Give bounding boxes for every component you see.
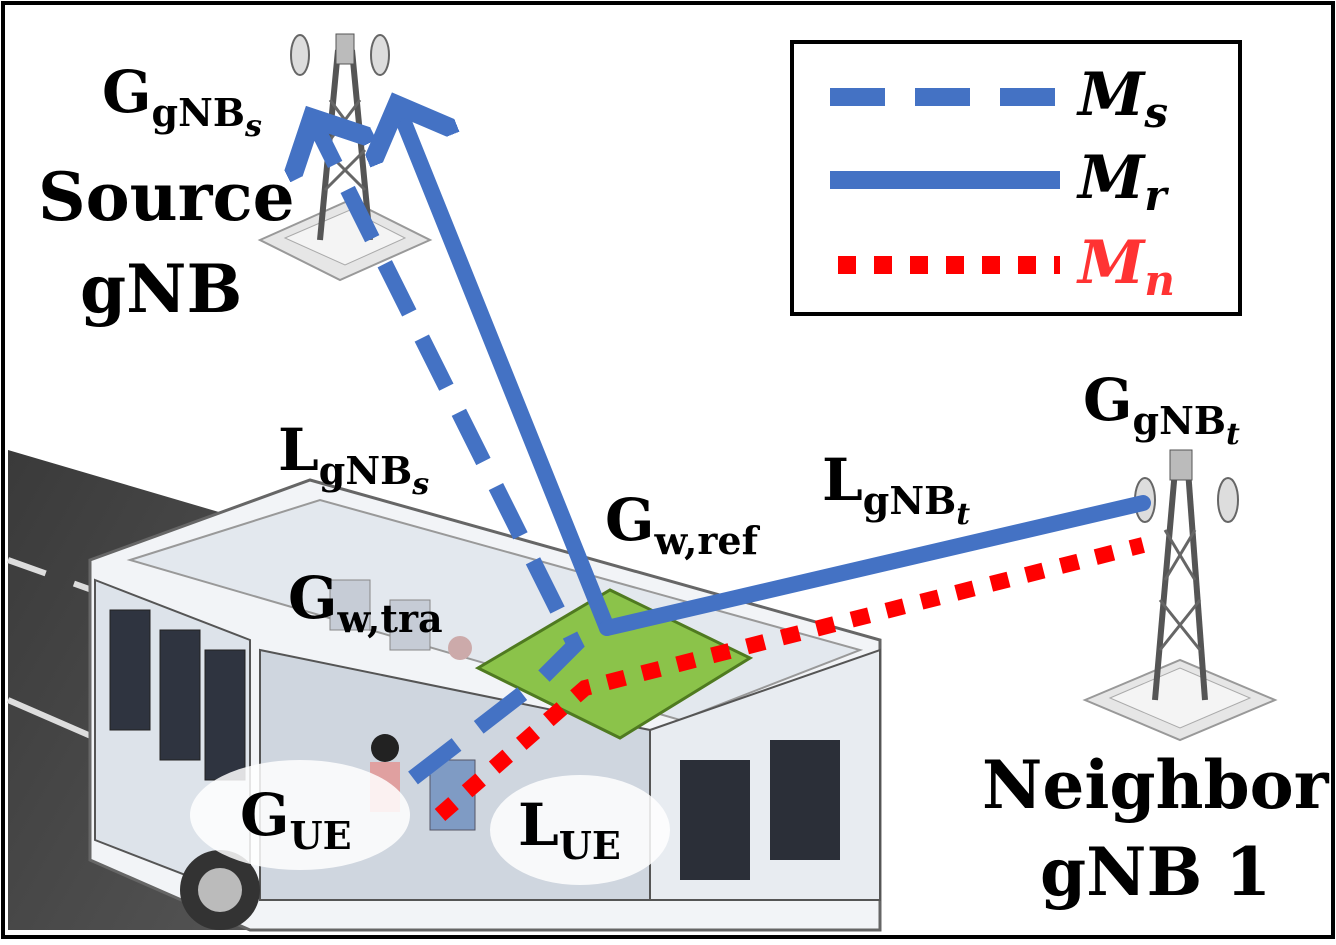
label-source-name-line1: Source xyxy=(38,158,295,236)
legend-label-mr: Mr xyxy=(1076,143,1169,220)
label-w-ref: Gw,ref xyxy=(605,486,761,563)
path-ms-to-source xyxy=(312,118,585,785)
label-neighbor-line1: Neighbor xyxy=(982,746,1330,824)
paths xyxy=(312,105,1151,822)
label-source-loss: LgNBs xyxy=(278,416,429,502)
label-ue-gain: GUE xyxy=(240,781,352,858)
source-gnb-tower xyxy=(257,33,433,282)
label-target-loss: LgNBt xyxy=(822,446,970,532)
legend-label-ms: Ms xyxy=(1076,60,1168,137)
legend: Ms Mr Mn xyxy=(790,40,1242,316)
bus xyxy=(88,478,882,932)
label-source-name-line2: gNB xyxy=(80,250,242,328)
reflective-surface xyxy=(474,588,754,740)
path-mn-to-neighbor xyxy=(434,537,1145,822)
path-mr-to-source xyxy=(397,105,615,636)
path-mr-to-neighbor xyxy=(599,495,1151,636)
label-target-gain: GgNBt xyxy=(1083,366,1240,452)
legend-label-mn: Mn xyxy=(1076,228,1175,305)
label-source-gain: GgNBs xyxy=(102,58,262,144)
label-neighbor-line2: gNB 1 xyxy=(1040,833,1271,911)
label-w-tra: Gw,tra xyxy=(288,564,443,641)
label-ue-loss: LUE xyxy=(518,791,621,868)
neighbor-gnb-tower xyxy=(1082,449,1278,742)
